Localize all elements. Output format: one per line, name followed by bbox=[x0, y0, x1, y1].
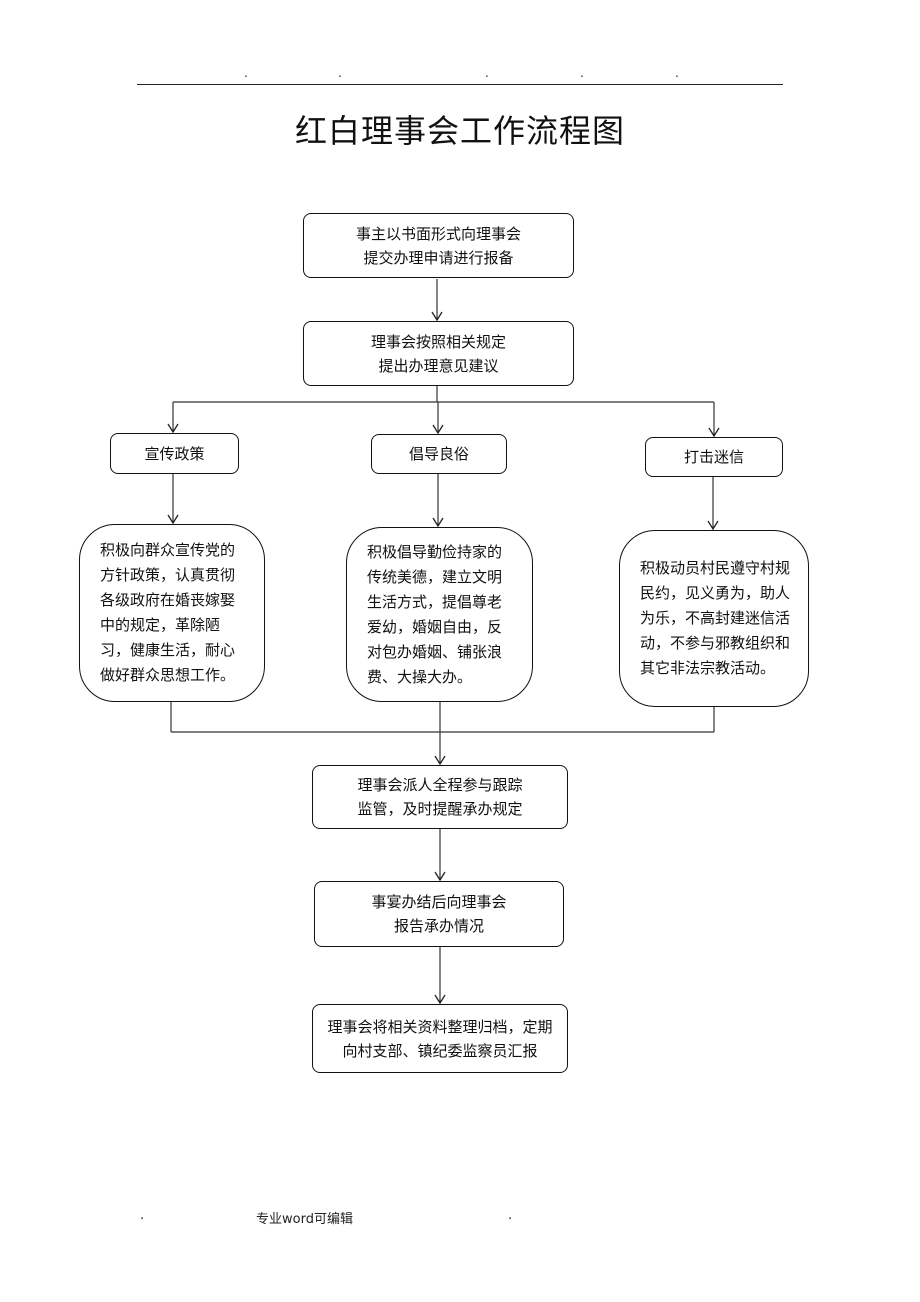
branch-customs: 倡导良俗 bbox=[371, 434, 507, 474]
footer-dot-right: . bbox=[508, 1208, 513, 1223]
step-report: 事宴办结后向理事会 报告承办情况 bbox=[314, 881, 564, 947]
header-dot: . bbox=[338, 66, 342, 80]
header-rule bbox=[137, 84, 783, 85]
detail-superstition: 积极动员村民遵守村规民约，见义勇为，助人为乐，不高封建迷信活动，不参与邪教组织和… bbox=[619, 530, 809, 707]
branch-customs-text: 倡导良俗 bbox=[408, 445, 469, 463]
detail-policy: 积极向群众宣传党的方针政策，认真贯彻各级政府在婚丧嫁娶中的规定，革除陋习，健康生… bbox=[79, 524, 265, 702]
branch-policy: 宣传政策 bbox=[110, 433, 239, 474]
footer-text: 专业word可编辑 bbox=[256, 1212, 353, 1227]
step-report-text: 事宴办结后向理事会 报告承办情况 bbox=[371, 893, 507, 935]
detail-policy-text: 积极向群众宣传党的方针政策，认真贯彻各级政府在婚丧嫁娶中的规定，革除陋习，健康生… bbox=[100, 541, 236, 684]
step-submit-text: 事主以书面形式向理事会 提交办理申请进行报备 bbox=[355, 224, 521, 267]
step-archive-text: 理事会将相关资料整理归档，定期 向村支部、镇纪委监察员汇报 bbox=[327, 1017, 553, 1060]
detail-customs: 积极倡导勤俭持家的传统美德，建立文明生活方式，提倡尊老爱幼，婚姻自由，反对包办婚… bbox=[346, 527, 533, 702]
detail-superstition-text: 积极动员村民遵守村规民约，见义勇为，助人为乐，不高封建迷信活动，不参与邪教组织和… bbox=[640, 559, 791, 677]
footer-dot-left: . bbox=[140, 1208, 145, 1223]
branch-superstition: 打击迷信 bbox=[645, 437, 783, 477]
step-supervise-text: 理事会派人全程参与跟踪 监管，及时提醒承办规定 bbox=[357, 776, 523, 818]
header-dot: . bbox=[675, 66, 679, 80]
detail-customs-text: 积极倡导勤俭持家的传统美德，建立文明生活方式，提倡尊老爱幼，婚姻自由，反对包办婚… bbox=[367, 542, 503, 686]
step-supervise: 理事会派人全程参与跟踪 监管，及时提醒承办规定 bbox=[312, 765, 568, 829]
header-dot: . bbox=[244, 66, 248, 80]
step-opinion-text: 理事会按照相关规定 提出办理意见建议 bbox=[370, 332, 506, 375]
step-archive: 理事会将相关资料整理归档，定期 向村支部、镇纪委监察员汇报 bbox=[312, 1004, 568, 1073]
branch-policy-text: 宣传政策 bbox=[144, 444, 205, 463]
header-dot: . bbox=[580, 66, 584, 80]
page-title: 红白理事会工作流程图 bbox=[294, 112, 625, 150]
step-submit-application: 事主以书面形式向理事会 提交办理申请进行报备 bbox=[303, 213, 574, 278]
branch-superstition-text: 打击迷信 bbox=[683, 448, 744, 466]
header-dot: . bbox=[485, 66, 489, 80]
step-propose-opinion: 理事会按照相关规定 提出办理意见建议 bbox=[303, 321, 574, 386]
